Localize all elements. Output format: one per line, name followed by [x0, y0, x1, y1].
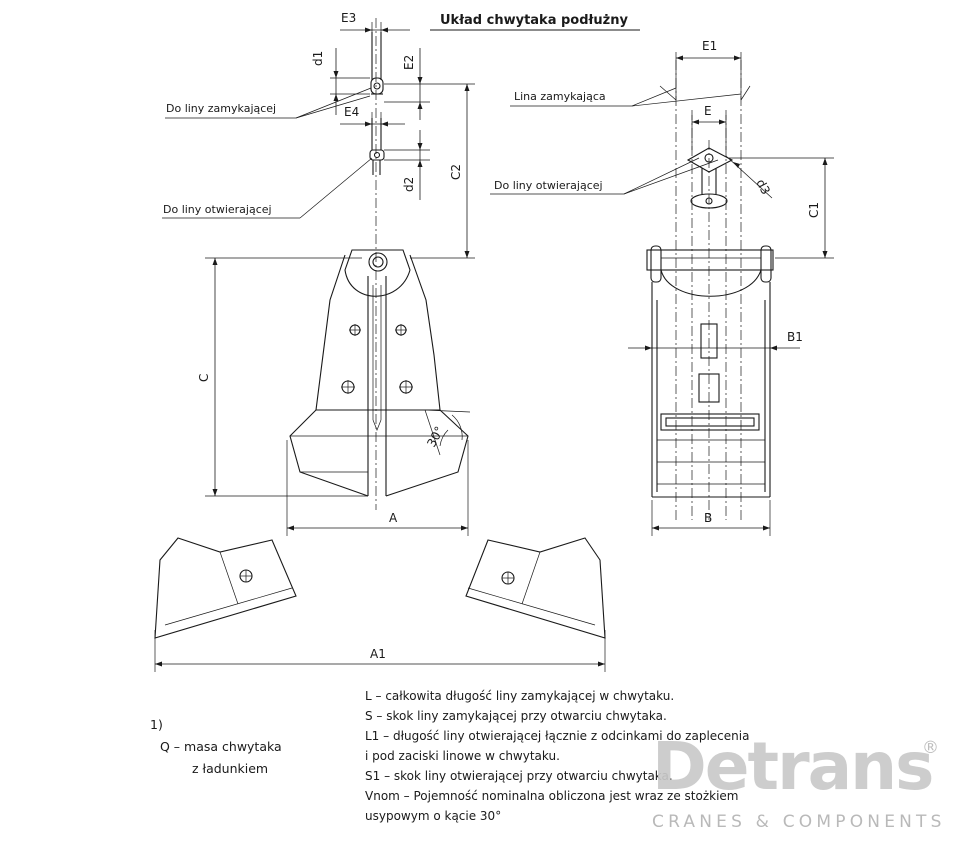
- legend-line: i pod zaciski linowe w chwytaku.: [365, 749, 560, 763]
- dim-b: B: [651, 500, 771, 536]
- dim-d3: d3: [725, 155, 773, 199]
- label-angle-30: 30°: [424, 424, 446, 449]
- brand-logo: Detrans: [652, 728, 934, 805]
- legend-line: S1 – skok liny otwierającej przy otwarci…: [365, 769, 673, 783]
- label-e4: E4: [344, 105, 359, 119]
- callout-closing-right: Lina zamykająca: [510, 85, 751, 107]
- label-callout-closing-left: Do liny zamykającej: [166, 102, 276, 115]
- label-c1: C1: [807, 202, 821, 218]
- label-callout-closing-right: Lina zamykająca: [514, 90, 606, 103]
- right-grab-body: [646, 245, 774, 498]
- open-bucket-right: [465, 537, 606, 639]
- label-e1: E1: [702, 39, 717, 53]
- legend-line: Vnom – Pojemność nominalna obliczona jes…: [365, 789, 739, 803]
- label-e: E: [704, 104, 712, 118]
- label-a: A: [389, 511, 398, 525]
- label-b1: B1: [787, 330, 803, 344]
- dim-d1: d1: [311, 48, 370, 115]
- label-d3: d3: [753, 177, 773, 197]
- callout-opening-left: Do liny otwierającej: [162, 157, 373, 219]
- label-c2: C2: [449, 164, 463, 180]
- callout-opening-right: Do liny otwierającej: [490, 157, 719, 195]
- dim-c: C: [197, 257, 368, 497]
- footnote-marker: 1): [150, 717, 163, 732]
- dim-c1: C1: [728, 157, 834, 259]
- label-c: C: [197, 374, 211, 382]
- callout-closing-left: Do liny zamykającej: [165, 87, 372, 119]
- brand-tagline: CRANES & COMPONENTS: [652, 812, 946, 832]
- open-bucket-left: [154, 537, 297, 639]
- legend-line: L – całkowita długość liny zamykającej w…: [365, 689, 675, 703]
- label-b: B: [704, 511, 712, 525]
- brand-registered-mark: ®: [922, 738, 939, 758]
- footnote-line2: z ładunkiem: [192, 761, 269, 776]
- right-top-fittings: [675, 60, 742, 520]
- drawing-title: Układ chwytaka podłużny: [440, 13, 628, 28]
- dim-e1: E1: [675, 39, 742, 100]
- dim-d2: d2: [384, 130, 430, 200]
- label-e2: E2: [402, 55, 416, 70]
- dim-a: A: [286, 440, 469, 536]
- dim-c2: C2: [410, 84, 475, 259]
- label-d2: d2: [402, 177, 416, 192]
- label-callout-opening-left: Do liny otwierającej: [163, 203, 272, 216]
- label-e3: E3: [341, 11, 356, 25]
- dim-e2: E2: [384, 48, 475, 120]
- legend-line: usypowym o kącie 30°: [365, 809, 502, 823]
- footnote-line1: Q – masa chwytaka: [160, 739, 282, 754]
- dim-b1: B1: [628, 330, 803, 351]
- label-callout-opening-right: Do liny otwierającej: [494, 179, 603, 192]
- dim-e4: E4: [340, 105, 405, 128]
- dim-a1: A1: [154, 630, 606, 672]
- label-a1: A1: [370, 647, 386, 661]
- label-d1: d1: [311, 51, 325, 66]
- dim-e3: E3: [340, 11, 410, 34]
- legend-line: S – skok liny zamykającej przy otwarciu …: [365, 709, 667, 723]
- legend-line: L1 – długość liny otwierającej łącznie z…: [365, 729, 750, 743]
- dim-e: E: [691, 104, 727, 150]
- left-grab-body: 30°: [289, 249, 471, 497]
